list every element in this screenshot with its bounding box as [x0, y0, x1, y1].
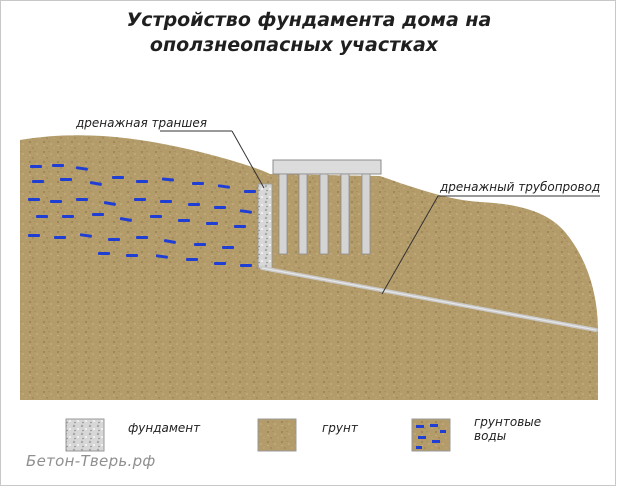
- watermark-text: Бетон-Тверь.рф: [26, 452, 156, 470]
- legend-groundwater-line2: воды: [474, 429, 507, 443]
- title-line-2: оползнеопасных участках: [149, 34, 439, 56]
- legend-groundwater-line1: грунтовые: [474, 415, 542, 429]
- soil-hill: [20, 135, 598, 400]
- trench-label: дренажная траншея: [76, 116, 207, 130]
- legend-foundation-label: фундамент: [128, 421, 201, 435]
- legend-swatches: [65, 418, 451, 452]
- foundation-grillage: [272, 159, 382, 255]
- diagram-title: Устройство фундамента дома на оползнеопа…: [0, 8, 618, 58]
- pipe-label: дренажный трубопровод: [440, 180, 601, 194]
- groundwater-dashes: [28, 164, 256, 267]
- legend-soil-label: грунт: [322, 421, 358, 435]
- title-line-1: Устройство фундамента дома на: [126, 9, 492, 31]
- legend-groundwater-label: грунтовые воды: [474, 415, 541, 443]
- drainage-trench: [257, 183, 273, 269]
